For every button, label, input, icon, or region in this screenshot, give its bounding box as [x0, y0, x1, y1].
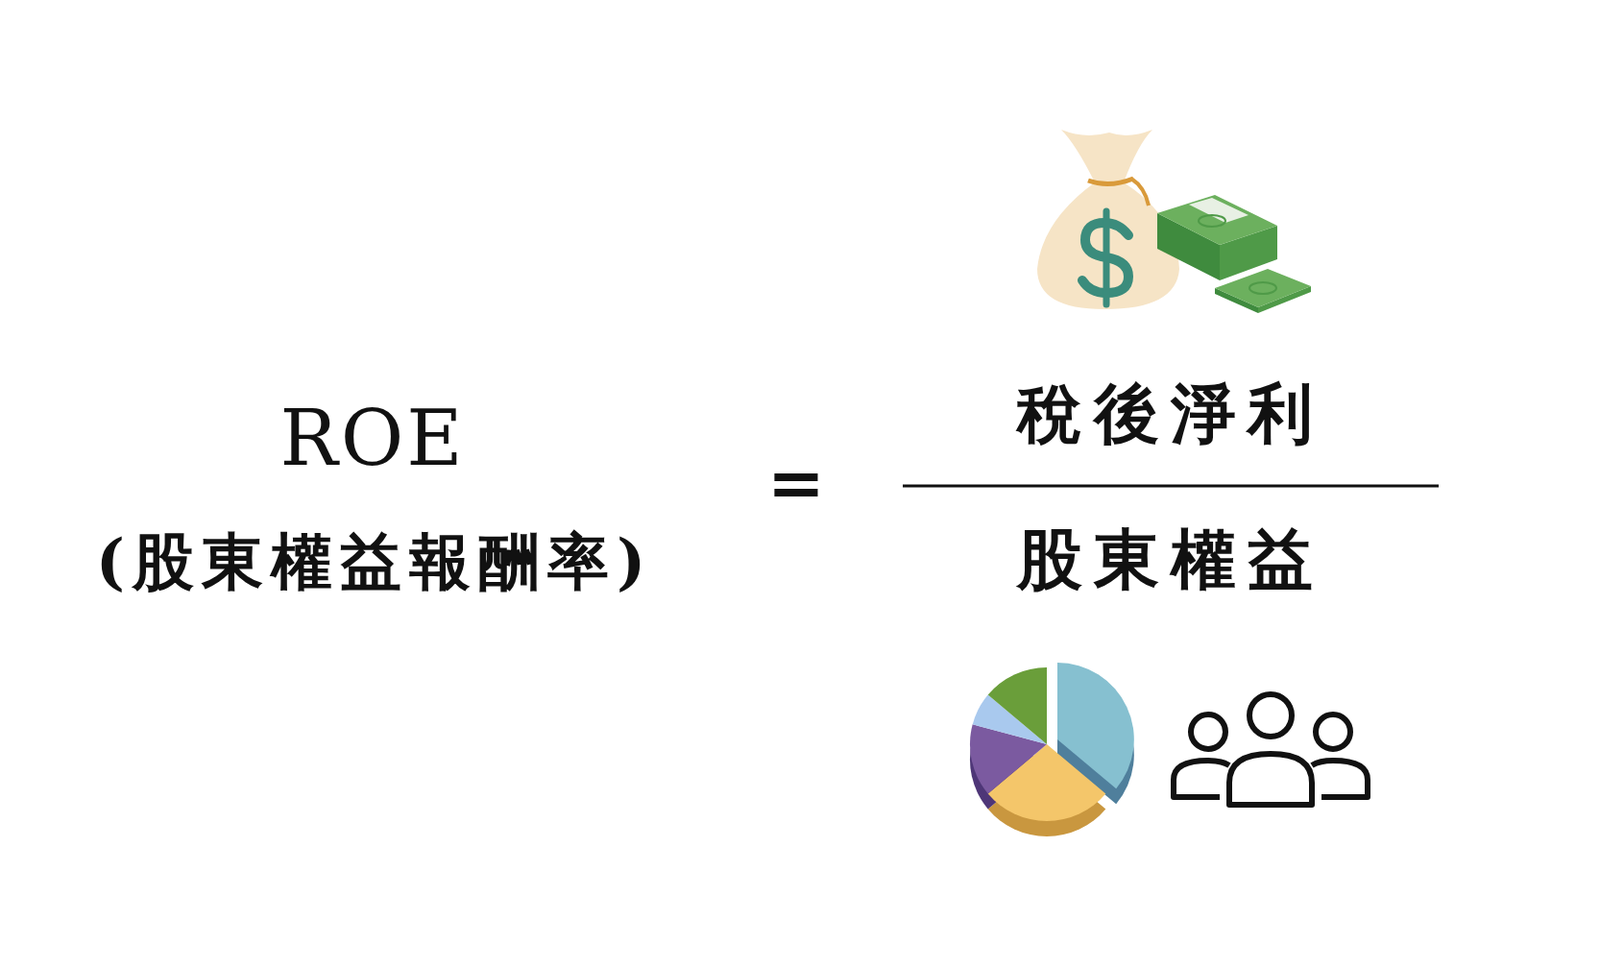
cash-print — [1249, 282, 1277, 294]
dollar-stroke — [1103, 211, 1111, 305]
cash-top — [1157, 194, 1278, 245]
formula-subtitle: (股東權益報酬率) — [96, 526, 655, 598]
pie-chart-icon — [969, 662, 1135, 837]
equals-sign: = — [767, 443, 825, 524]
person-body — [1173, 760, 1230, 798]
formula-name: ROE — [279, 394, 465, 484]
cash-bill — [1214, 268, 1311, 308]
person-body — [1229, 753, 1312, 805]
person-head — [1315, 714, 1351, 750]
fraction-bar — [902, 484, 1439, 488]
pie-slice — [988, 667, 1047, 745]
person-head — [1249, 694, 1292, 737]
cash-stack-icon — [1157, 194, 1311, 314]
numerator-text: 稅後淨利 — [1017, 375, 1325, 451]
bag-tie — [1088, 178, 1134, 185]
people-icon — [1173, 694, 1368, 805]
cash-band — [1188, 197, 1249, 223]
person-body — [1311, 760, 1368, 798]
person-head — [1190, 714, 1226, 750]
cash-print — [1198, 215, 1226, 227]
denominator-text: 股東權益 — [1017, 521, 1325, 597]
bag-tie-end — [1131, 178, 1149, 206]
